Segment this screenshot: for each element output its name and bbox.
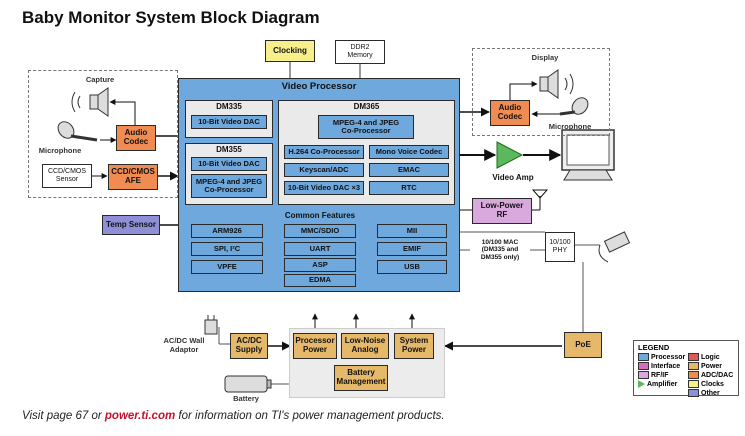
low-noise-analog: Low-Noise Analog: [341, 333, 389, 359]
monitor-icon: [561, 129, 615, 181]
video-dac-x3: 10-Bit Video DAC ×3: [284, 181, 364, 195]
rtc-block: RTC: [369, 181, 449, 195]
dm365-mpeg-coprocessor: MPEG-4 and JPEG Co-Processor: [318, 115, 414, 139]
ethernet-connector-icon: [598, 231, 631, 263]
legend-label: Processor: [651, 353, 686, 361]
mmc-sdio-block: MMC/SDIO: [284, 224, 356, 238]
ac-dc-supply: AC/DC Supply: [230, 333, 268, 359]
legend-swatch: [638, 353, 649, 361]
temp-sensor: Temp Sensor: [102, 215, 160, 235]
legend-label: Power: [701, 362, 723, 370]
footer-prefix: Visit page 67 or: [22, 410, 105, 422]
edma-block: EDMA: [284, 274, 356, 287]
microphone-label-right: Microphone: [548, 122, 592, 131]
dm335-video-dac: 10-Bit Video DAC: [191, 115, 267, 129]
battery-management: Battery Management: [334, 365, 388, 391]
legend-label: Logic: [701, 353, 720, 361]
video-processor-title: Video Processor: [281, 81, 357, 92]
system-power: System Power: [394, 333, 434, 359]
microphone-icon-left: [57, 121, 98, 142]
legend-item: RF/IF: [638, 371, 669, 379]
dm365-label: DM365: [353, 102, 380, 111]
spi-i2c-block: SPI, I²C: [191, 242, 263, 256]
clocking-block: Clocking: [265, 40, 315, 62]
poe-block: PoE: [564, 332, 602, 358]
legend-label: Interface: [651, 362, 681, 370]
phy-block: 10/100 PHY: [545, 232, 575, 262]
microphone-label-left: Microphone: [38, 146, 82, 155]
legend-label: Clocks: [701, 380, 724, 388]
legend-item: Other: [688, 389, 720, 397]
dm355-video-dac: 10-Bit Video DAC: [191, 157, 267, 171]
dm355-label: DM355: [216, 145, 242, 154]
h264-coprocessor: H.264 Co-Processor: [284, 145, 364, 159]
mac-note: 10/100 MAC (DM335 and DM355 only): [470, 234, 530, 266]
common-features-label: Common Features: [284, 211, 356, 220]
capture-region: [28, 70, 178, 198]
battery-icon: [224, 375, 272, 393]
vpfe-block: VPFE: [191, 260, 263, 274]
speaker-icon-right: [539, 69, 574, 99]
audio-codec-left: Audio Codec: [116, 125, 156, 151]
asp-block: ASP: [284, 258, 356, 272]
mono-voice-codec: Mono Voice Codec: [369, 145, 449, 159]
dm335-label: DM335: [216, 102, 242, 111]
mii-block: MII: [377, 224, 447, 238]
microphone-icon-right: [559, 97, 589, 116]
legend-item: Interface: [638, 362, 680, 370]
speaker-icon-left: [71, 87, 109, 117]
legend-title: LEGEND: [638, 343, 670, 352]
legend-label: Amplifier: [647, 380, 678, 388]
legend-swatch: [688, 380, 699, 388]
footer-note: Visit page 67 or power.ti.com for inform…: [22, 410, 445, 422]
legend-item: Power: [688, 362, 722, 370]
wall-plug-icon: [204, 315, 218, 335]
emac-block: EMAC: [369, 163, 449, 177]
dm355-mpeg-coprocessor: MPEG-4 and JPEG Co-Processor: [191, 174, 267, 198]
legend-swatch: [638, 380, 645, 388]
page-title: Baby Monitor System Block Diagram: [22, 8, 320, 27]
audio-codec-right: Audio Codec: [490, 100, 530, 126]
video-amp-label: Video Amp: [492, 173, 534, 182]
legend-swatch: [688, 362, 699, 370]
legend-label: RF/IF: [651, 371, 669, 379]
legend-swatch: [688, 389, 699, 397]
emif-block: EMIF: [377, 242, 447, 256]
processor-power: Processor Power: [293, 333, 337, 359]
usb-block: USB: [377, 260, 447, 274]
ccd-cmos-sensor: CCD/CMOS Sensor: [42, 164, 92, 188]
power-ti-link[interactable]: power.ti.com: [104, 410, 176, 422]
ac-dc-adaptor-label: AC/DC Wall Adaptor: [163, 336, 205, 354]
legend-label: ADC/DAC: [701, 371, 734, 379]
legend-item: Clocks: [688, 380, 724, 388]
display-region: [472, 48, 610, 136]
capture-label: Capture: [85, 75, 115, 84]
low-power-rf: Low-Power RF: [472, 198, 532, 224]
ddr2-memory-block: DDR2 Memory: [335, 40, 385, 64]
legend-item: Logic: [688, 353, 720, 361]
uart-block: UART: [284, 242, 356, 256]
legend-swatch: [638, 362, 649, 370]
legend-swatch: [638, 371, 649, 379]
arm926-block: ARM926: [191, 224, 263, 238]
legend-item: ADC/DAC: [688, 371, 733, 379]
battery-label: Battery: [233, 394, 259, 403]
legend-item: Amplifier: [638, 380, 677, 388]
footer-suffix: for information on TI's power management…: [175, 410, 445, 422]
legend-label: Other: [701, 389, 720, 397]
display-label: Display: [531, 53, 559, 62]
video-amp-triangle: [496, 141, 524, 169]
legend-item: Processor: [638, 353, 685, 361]
legend-swatch: [688, 371, 699, 379]
legend-swatch: [688, 353, 699, 361]
ccd-cmos-afe: CCD/CMOS AFE: [108, 164, 158, 190]
keyscan-adc: Keyscan/ADC: [284, 163, 364, 177]
